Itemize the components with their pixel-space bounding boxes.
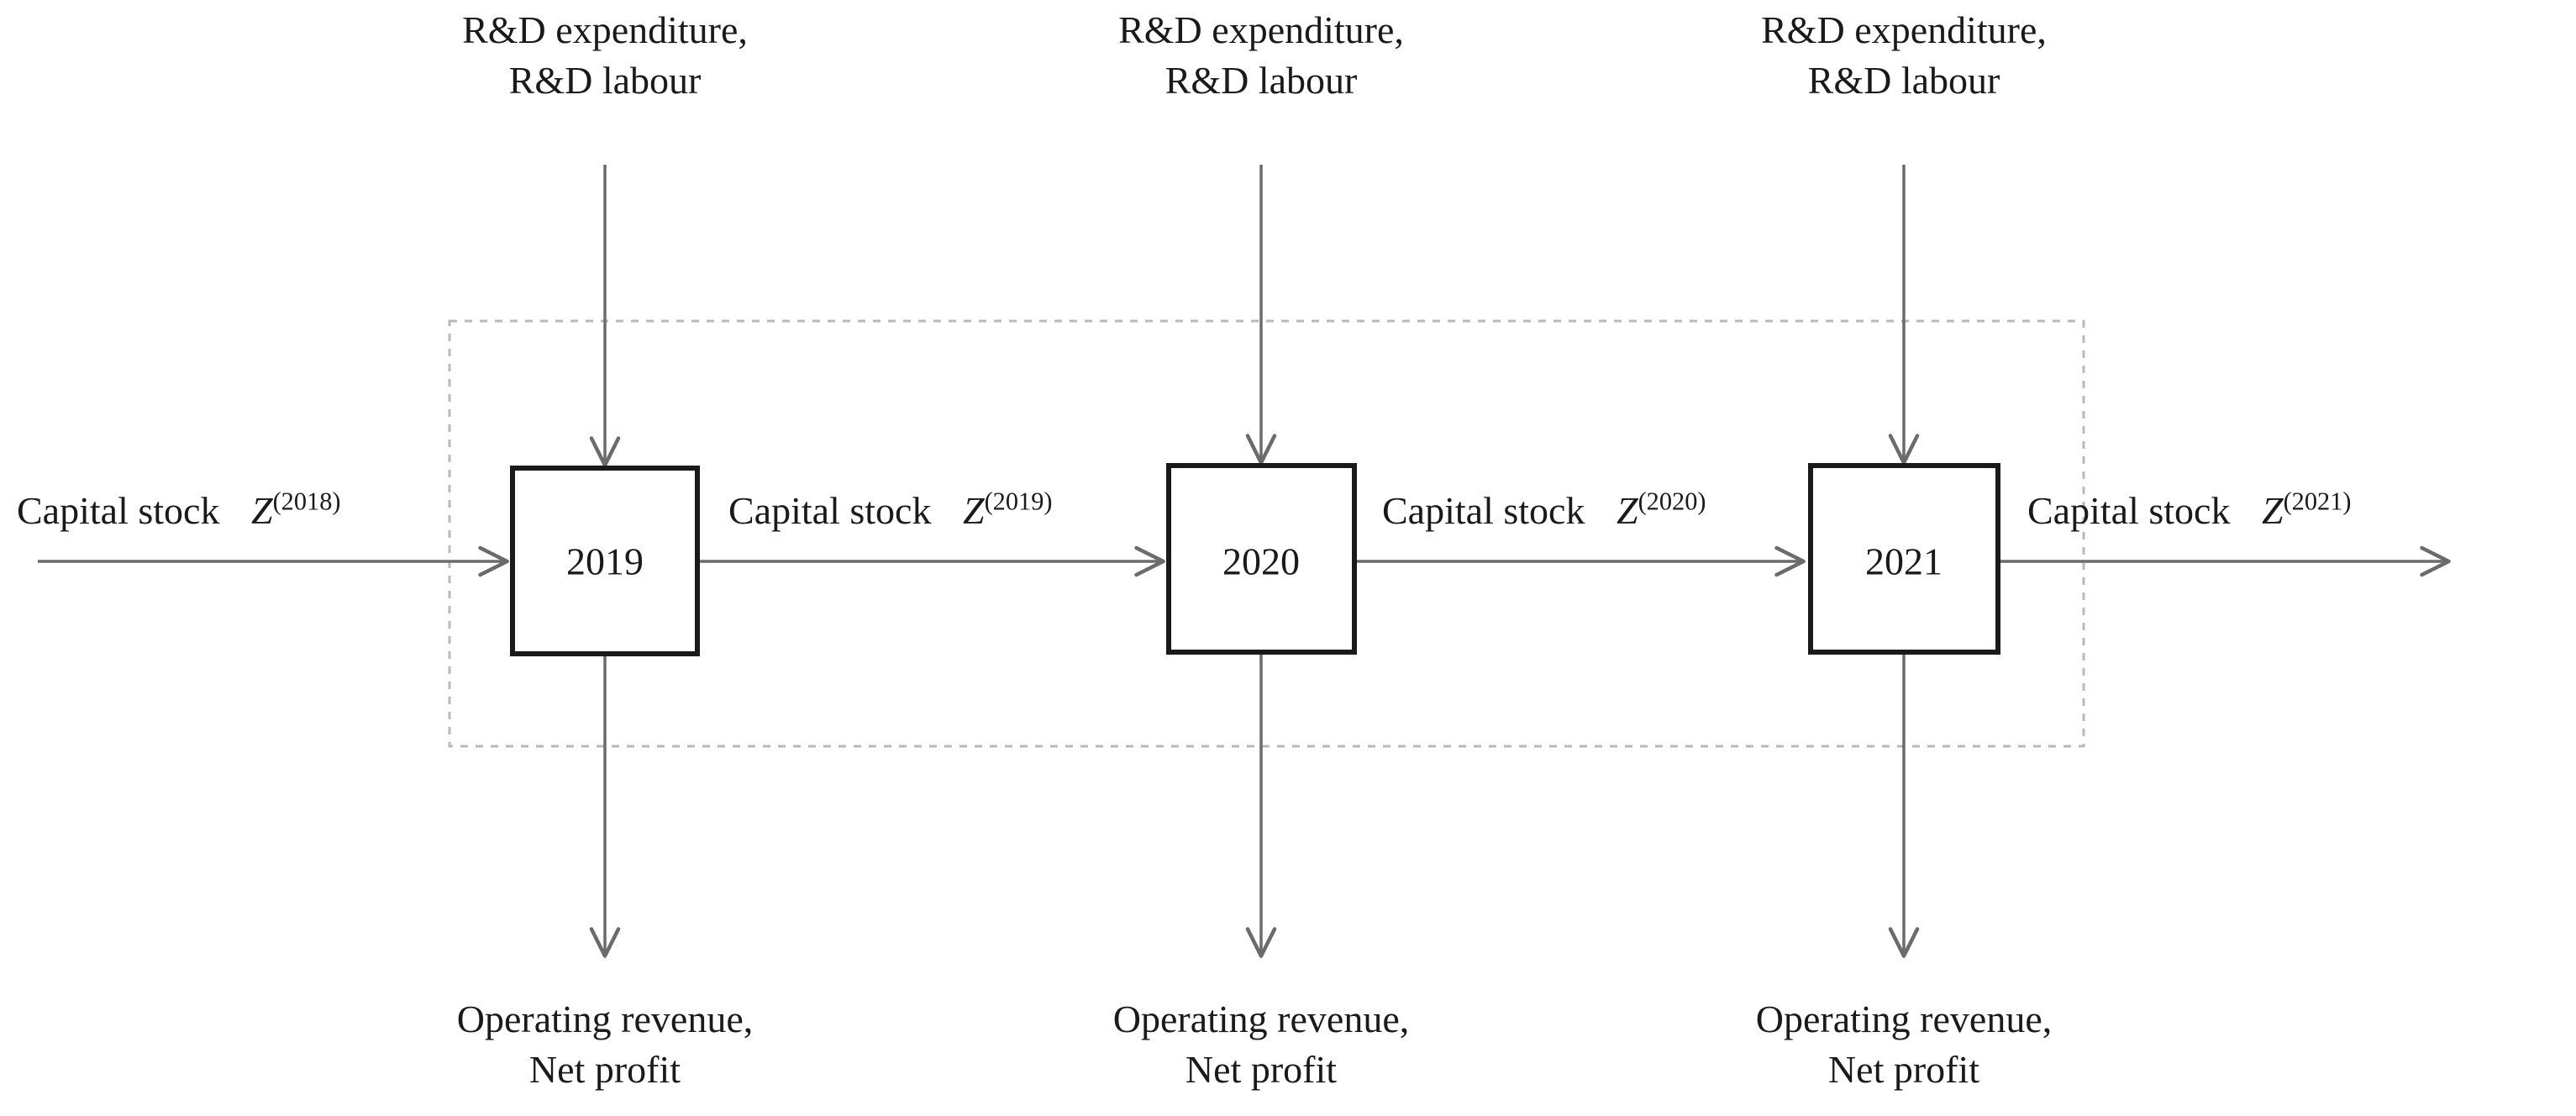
flow-label-capital-2021-text: Capital stock: [2027, 489, 2231, 532]
output-label-2020-line1: Operating revenue,: [1112, 998, 1410, 1040]
flow-label-capital-2020: Capital stock Z(2020): [1382, 486, 1706, 536]
stage-box-2020[interactable]: [1166, 463, 1357, 655]
flow-label-capital-2021: Capital stock Z(2021): [2027, 486, 2352, 536]
system-boundary-dashed-rect: [448, 319, 2085, 748]
flow-symbol-z-2018-superscript: (2018): [272, 487, 341, 516]
output-label-2021-line1: Operating revenue,: [1755, 998, 2053, 1040]
output-label-2019-line2: Net profit: [528, 1047, 681, 1091]
input-label-2020-line1: R&D expenditure,: [1118, 8, 1404, 51]
input-label-2021-line1: R&D expenditure,: [1761, 8, 2047, 51]
flow-symbol-z-2018: Z: [250, 489, 273, 532]
input-label-2021: R&D expenditure, R&D labour: [1761, 5, 2047, 106]
stage-box-2019[interactable]: [510, 466, 700, 656]
input-label-2019: R&D expenditure, R&D labour: [462, 5, 748, 106]
flow-symbol-z-2019: Z: [962, 489, 985, 532]
output-label-2020: Operating revenue, Net profit: [1113, 994, 1410, 1095]
stage-box-2021[interactable]: [1808, 463, 2000, 655]
output-label-2020-line2: Net profit: [1185, 1047, 1338, 1091]
flow-symbol-z-2021-superscript: (2021): [2283, 487, 2352, 516]
output-label-2021-line2: Net profit: [1827, 1047, 1980, 1091]
flow-label-capital-2019-text: Capital stock: [728, 489, 932, 532]
stage-box-label-2020: 2020: [1222, 540, 1300, 583]
flow-symbol-z-2020: Z: [1616, 489, 1638, 532]
input-label-2019-line2: R&D labour: [508, 58, 702, 102]
stage-box-label-2019: 2019: [566, 540, 644, 583]
flow-label-capital-2019: Capital stock Z(2019): [728, 486, 1053, 536]
output-label-2019-line1: Operating revenue,: [456, 998, 754, 1040]
output-label-2021: Operating revenue, Net profit: [1756, 994, 2053, 1095]
flow-label-capital-2018-text: Capital stock: [17, 489, 220, 532]
input-label-2020-line2: R&D labour: [1164, 58, 1358, 102]
flow-label-capital-2018: Capital stock Z(2018): [17, 486, 341, 536]
flow-symbol-z-2021: Z: [2261, 489, 2284, 532]
input-label-2019-line1: R&D expenditure,: [462, 8, 748, 51]
input-label-2021-line2: R&D labour: [1807, 58, 2000, 102]
flow-symbol-z-2019-superscript: (2019): [984, 487, 1053, 516]
input-label-2020: R&D expenditure, R&D labour: [1118, 5, 1404, 106]
stage-box-label-2021: 2021: [1865, 540, 1943, 583]
flow-label-capital-2020-text: Capital stock: [1382, 489, 1585, 532]
flow-symbol-z-2020-superscript: (2020): [1638, 487, 1706, 516]
output-label-2019: Operating revenue, Net profit: [457, 994, 754, 1095]
